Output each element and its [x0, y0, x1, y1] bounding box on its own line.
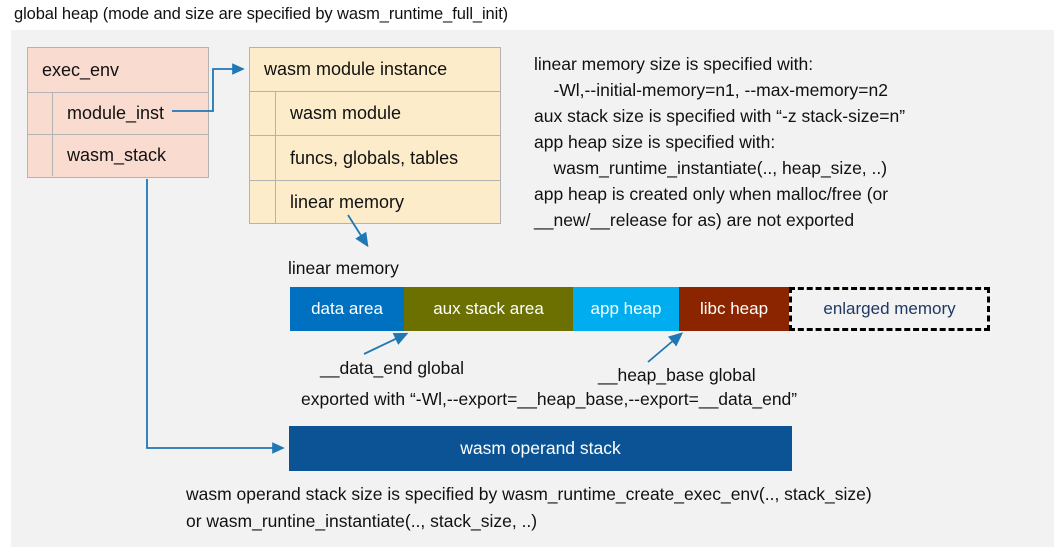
module-instance-row-linear-memory: linear memory: [250, 180, 500, 224]
page-title: global heap (mode and size are specified…: [14, 5, 509, 23]
wasm-operand-stack-label: wasm operand stack: [460, 438, 621, 458]
exec-env-row-module-inst: module_inst: [28, 92, 208, 134]
exec-env-module-inst-label: module_inst: [67, 103, 165, 123]
memory-segment-aux-stack-area: aux stack area: [404, 287, 573, 331]
memory-config-notes: linear memory size is specified with: -W…: [534, 54, 906, 230]
indent-column: [250, 181, 276, 224]
memory-segment-libc-heap: libc heap: [679, 287, 789, 331]
indent-column: [250, 92, 276, 135]
wasm-module-label: wasm module: [290, 103, 402, 123]
linear-memory-bar: data area aux stack area app heap libc heap…: [290, 287, 990, 331]
memory-segment-label: data area: [311, 299, 383, 318]
module-instance-row-funcs-globals-tables: funcs, globals, tables: [250, 135, 500, 180]
memory-segment-label: app heap: [590, 299, 662, 318]
annotation-data-end: __data_end global: [320, 358, 465, 378]
exec-env-row-wasm-stack: wasm_stack: [28, 134, 208, 176]
memory-segment-data-area: data area: [290, 287, 404, 331]
indent-column: [28, 135, 53, 176]
annotation-exported-with: exported with “-Wl,--export=__heap_base,…: [301, 389, 798, 409]
annotation-heap-base: __heap_base global: [598, 365, 756, 385]
module-instance-row-wasm-module: wasm module: [250, 91, 500, 135]
module-instance-header-label: wasm module instance: [264, 59, 448, 79]
memory-segment-app-heap: app heap: [573, 287, 679, 331]
exec-env-wasm-stack-label: wasm_stack: [67, 145, 167, 165]
memory-segment-label: aux stack area: [433, 299, 544, 318]
module-instance-header: wasm module instance: [250, 48, 500, 91]
memory-segment-enlarged-memory: enlarged memory: [789, 287, 990, 331]
exec-env-header-label: exec_env: [42, 59, 120, 80]
indent-column: [250, 136, 276, 180]
linear-memory-label: linear memory: [290, 192, 405, 212]
wasm-operand-stack-bar: wasm operand stack: [289, 426, 792, 471]
operand-stack-notes: wasm operand stack size is specified by …: [186, 484, 872, 531]
funcs-globals-tables-label: funcs, globals, tables: [290, 147, 459, 168]
exec-env-box: exec_env module_inst wasm_stack: [27, 47, 209, 178]
exec-env-header: exec_env: [28, 48, 208, 92]
wasm-module-instance-box: wasm module instance wasm module funcs, …: [249, 47, 501, 224]
linear-memory-caption: linear memory: [288, 258, 399, 278]
memory-segment-label: libc heap: [699, 299, 769, 318]
indent-column: [28, 93, 53, 134]
memory-segment-label: enlarged memory: [823, 299, 956, 318]
